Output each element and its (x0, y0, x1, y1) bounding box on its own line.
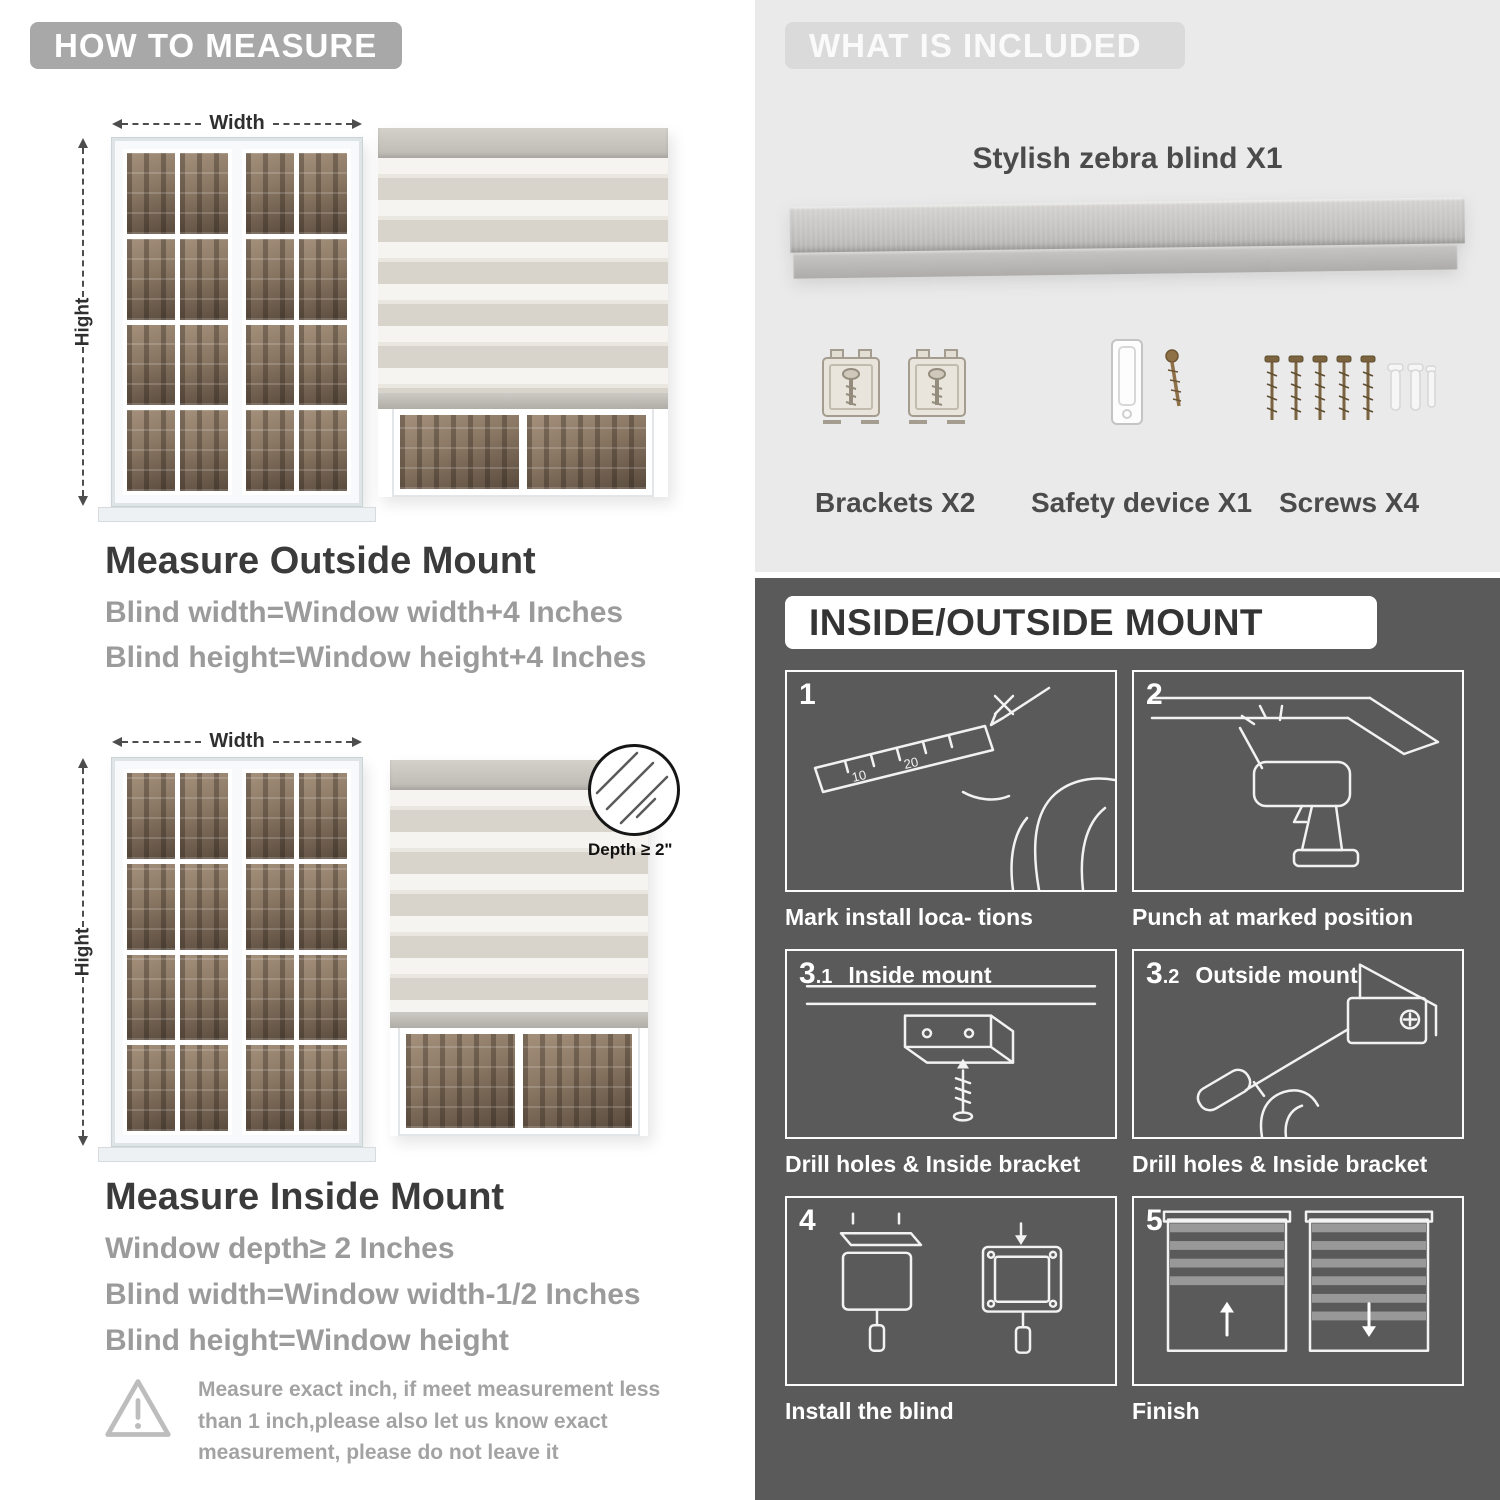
warning-text: Measure exact inch, if meet measurement … (198, 1378, 661, 1464)
inside-bracket-illustration (805, 985, 1097, 1122)
step-5-panel: 5 (1132, 1196, 1464, 1386)
width-label: Width (209, 730, 265, 752)
step-1: 1 (785, 670, 1117, 931)
svg-text:10: 10 (850, 767, 867, 785)
step-2-panel: 2 (1132, 670, 1464, 892)
blind-bottom-rail (390, 1012, 648, 1028)
warning-triangle-icon (100, 1374, 176, 1469)
mark-location-illustration: 10 20 (813, 686, 1115, 890)
screws-label: Screws X4 (1279, 487, 1420, 518)
arrow-right-icon (352, 736, 363, 747)
zebra-blind-illustration (390, 760, 648, 1136)
outside-mount-figure: Width Hight (60, 100, 710, 530)
step-5-caption: Finish (1132, 1398, 1200, 1424)
what-is-included-header: WHAT IS INCLUDED (785, 22, 1185, 69)
width-arrow: Width (112, 730, 363, 753)
brackets-label: Brackets X2 (815, 487, 976, 518)
depth-callout: Depth ≥ 2" (588, 744, 680, 860)
arrow-down-icon (78, 496, 88, 506)
zebra-blind-headrail-image (789, 197, 1466, 279)
arrow-up-icon (78, 758, 88, 768)
included-items (755, 330, 1500, 480)
step-2-number: 2 (1146, 678, 1163, 711)
outside-mount-title: Measure Outside Mount (105, 540, 536, 582)
window-illustration (98, 758, 376, 1162)
blind-bottom-rail (378, 393, 668, 409)
step-4-number: 4 (799, 1204, 816, 1237)
measurement-warning: Measure exact inch, if meet measurement … (100, 1374, 675, 1469)
depth-label: Depth ≥ 2" (588, 840, 673, 859)
mount-header: INSIDE/OUTSIDE MOUNT (785, 596, 1377, 649)
step-4-panel: 4 (785, 1196, 1117, 1386)
step-5: 5 (1132, 1196, 1464, 1425)
safety-device-icon (1090, 336, 1200, 445)
step-5-number: 5 (1146, 1204, 1163, 1237)
what-is-included-section: WHAT IS INCLUDED Stylish zebra blind X1 (755, 0, 1500, 572)
blind-fabric (390, 790, 648, 1012)
blind-cassette (378, 128, 668, 158)
height-arrow: Hight (72, 758, 94, 1146)
arrow-up-icon (78, 138, 88, 148)
step-1-number: 1 (799, 678, 816, 711)
svg-text:20: 20 (902, 754, 919, 772)
arrow-down-icon (78, 1136, 88, 1146)
mount-steps: 1 (785, 670, 1465, 1443)
blind-fabric (378, 158, 668, 393)
height-arrow: Hight (72, 138, 94, 506)
window-illustration (98, 138, 376, 522)
arrow-left-icon (112, 118, 122, 129)
zebra-blind-illustration (378, 128, 668, 497)
how-to-measure-header: HOW TO MEASURE (30, 22, 402, 69)
step-4-caption: Install the blind (785, 1398, 954, 1424)
product-label: Stylish zebra blind X1 (972, 142, 1283, 175)
window-under-blind (392, 409, 654, 497)
install-blind-illustration (839, 1212, 1063, 1354)
inside-mount-line1: Window depth≥ 2 Inches (105, 1232, 455, 1265)
outside-mount-line1: Blind width=Window width+4 Inches (105, 596, 624, 629)
step-3-1-caption: Drill holes & Inside bracket (785, 1151, 1081, 1177)
depth-magnifier-icon (588, 744, 680, 836)
how-to-measure-section: HOW TO MEASURE Width Hight (30, 22, 710, 1469)
arrow-left-icon (112, 736, 122, 747)
mount-instructions-section: INSIDE/OUTSIDE MOUNT 1 (755, 578, 1500, 1500)
height-label: Hight (72, 297, 94, 347)
step-2: 2 (1132, 670, 1464, 931)
inside-mount-line3: Blind height=Window height (105, 1324, 509, 1357)
outside-bracket-illustration (1196, 963, 1438, 1137)
safety-device-label: Safety device X1 (1031, 487, 1253, 518)
outside-mount-line2: Blind height=Window height+4 Inches (105, 641, 647, 674)
inside-mount-figure: Width Hight (60, 718, 710, 1163)
inside-mount-line2: Blind width=Window width-1/2 Inches (105, 1278, 641, 1311)
height-label: Hight (72, 927, 94, 977)
step-1-panel: 1 (785, 670, 1117, 892)
screws-icon (1260, 352, 1437, 453)
step-3-2-caption: Drill holes & Inside bracket (1132, 1151, 1428, 1177)
step-1-caption: Mark install loca- tions (785, 904, 1033, 930)
arrow-right-icon (352, 118, 363, 129)
window-under-blind (398, 1028, 640, 1136)
step-2-caption: Punch at marked position (1132, 904, 1414, 930)
inside-mount-title: Measure Inside Mount (105, 1176, 505, 1218)
step-4: 4 (785, 1196, 1117, 1425)
brackets-icon (815, 342, 973, 430)
width-arrow: Width (112, 112, 363, 135)
width-label: Width (209, 112, 265, 134)
finish-illustration (1162, 1210, 1434, 1352)
drill-illustration (1150, 696, 1440, 868)
